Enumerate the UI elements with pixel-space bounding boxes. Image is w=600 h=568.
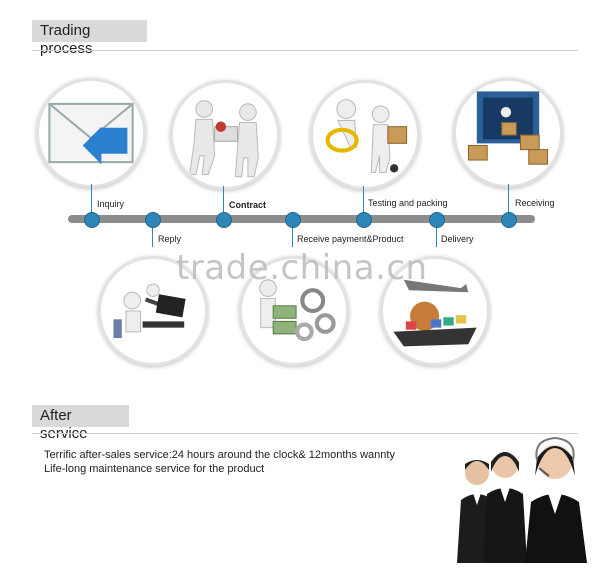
stem-testing bbox=[363, 186, 364, 214]
label-payment: Receive payment&Product bbox=[297, 234, 404, 244]
trading-divider bbox=[32, 50, 578, 51]
timeline-dot-contract bbox=[216, 212, 232, 228]
handshake-icon bbox=[189, 100, 259, 178]
after-service-title: After service bbox=[40, 407, 88, 442]
receiving-image bbox=[453, 78, 563, 188]
timeline-dot-delivery bbox=[429, 212, 445, 228]
timeline-dot-receiving bbox=[501, 212, 517, 228]
service-line-2: Life-long maintenance service for the pr… bbox=[44, 463, 265, 475]
service-line-1: Terrific after-sales service:24 hours ar… bbox=[44, 449, 395, 461]
after-service-header: After service bbox=[32, 405, 129, 442]
delivery-image bbox=[380, 256, 490, 366]
label-testing: Testing and packing bbox=[368, 198, 448, 208]
trading-process-header: Trading process bbox=[32, 20, 147, 57]
trading-process-title: Trading process bbox=[40, 22, 93, 57]
envelope-icon bbox=[48, 102, 134, 165]
computer-operators-icon bbox=[113, 283, 186, 339]
watermark-text: trade.china.cn bbox=[176, 248, 428, 288]
cargo-ship-icon bbox=[393, 279, 477, 347]
timeline-dot-inquiry bbox=[84, 212, 100, 228]
stem-payment bbox=[292, 225, 293, 247]
inquiry-image bbox=[36, 78, 146, 188]
stem-delivery bbox=[436, 225, 437, 247]
timeline-dot-testing bbox=[356, 212, 372, 228]
label-delivery: Delivery bbox=[441, 234, 474, 244]
timeline-dot-reply bbox=[145, 212, 161, 228]
container-icon bbox=[467, 91, 549, 165]
stem-receiving bbox=[508, 184, 509, 214]
reply-image bbox=[98, 256, 208, 366]
label-reply: Reply bbox=[158, 234, 182, 244]
gears-money-icon bbox=[259, 279, 336, 342]
contract-image bbox=[170, 80, 280, 190]
label-receiving: Receiving bbox=[515, 198, 555, 208]
magnifier-icon bbox=[325, 99, 408, 173]
after-service-divider bbox=[32, 433, 578, 434]
label-inquiry: Inquiry bbox=[97, 199, 125, 209]
stem-reply bbox=[152, 225, 153, 247]
payment-image bbox=[239, 256, 349, 366]
stem-inquiry bbox=[91, 184, 92, 214]
timeline-dot-payment bbox=[285, 212, 301, 228]
testing-packing-image bbox=[310, 80, 420, 190]
support-team-image bbox=[455, 430, 600, 563]
support-team-icon bbox=[457, 436, 587, 563]
label-contract: Contract bbox=[229, 200, 267, 210]
process-timeline bbox=[68, 215, 535, 223]
stem-contract bbox=[223, 186, 224, 214]
